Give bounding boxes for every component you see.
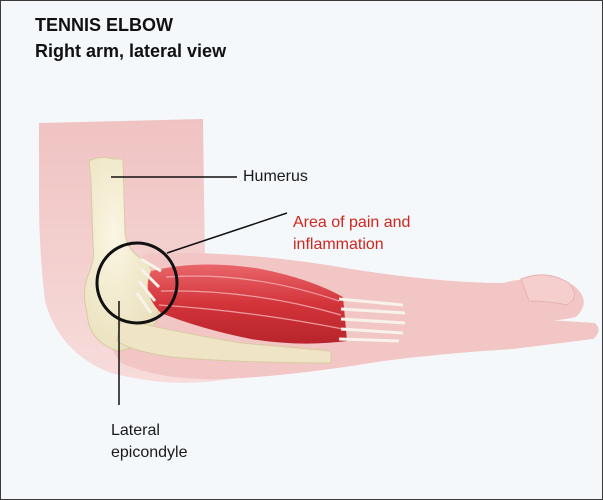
thumb-skin <box>521 275 575 305</box>
pain-area-label-line2: inflammation <box>293 235 384 255</box>
epicondyle-label-line2: epicondyle <box>111 443 188 463</box>
diagram-title: TENNIS ELBOW <box>35 13 173 37</box>
humerus-label: Humerus <box>243 167 308 187</box>
diagram-subtitle: Right arm, lateral view <box>35 39 226 63</box>
pain-area-label-line1: Area of pain and <box>293 213 410 233</box>
epicondyle-label-line1: Lateral <box>111 421 160 441</box>
